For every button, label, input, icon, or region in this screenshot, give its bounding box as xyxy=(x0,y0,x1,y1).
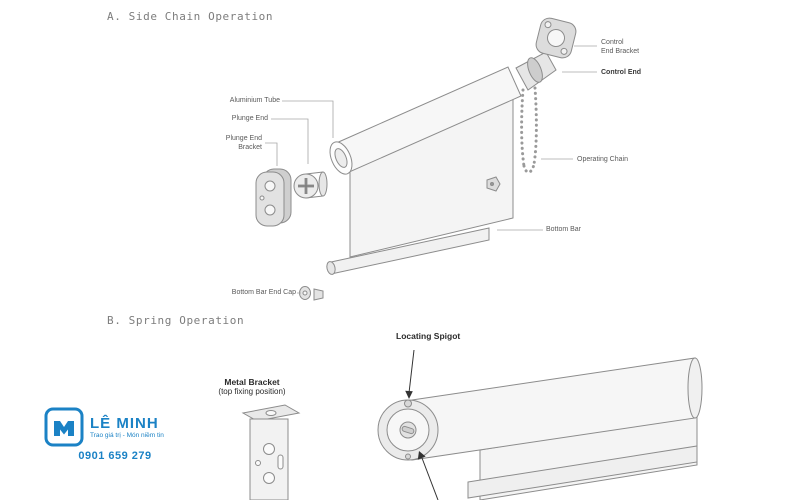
leader-lines-a xyxy=(265,45,597,294)
plunge-end-bracket-drawing xyxy=(255,168,292,227)
label-metal-bracket: Metal Bracket (top fixing position) xyxy=(218,377,286,396)
plunge-end-drawing xyxy=(293,171,328,199)
clip-drawing xyxy=(486,176,501,192)
bottom-bar-end-cap-drawing xyxy=(299,286,324,301)
logo-row: LÊ MINH Trao giá trị - Món niềm tin xyxy=(44,407,186,447)
control-end-drawing xyxy=(515,17,577,91)
operating-chain-drawing xyxy=(520,86,538,174)
bottom-bar-drawing xyxy=(326,227,490,275)
section-b-title: B. Spring Operation xyxy=(107,314,245,327)
label-operating-chain: Operating Chain xyxy=(577,156,628,163)
arrows-b xyxy=(405,349,439,500)
logo-texts: LÊ MINH Trao giá trị - Món niềm tin xyxy=(90,415,164,440)
label-bottom-bar: Bottom Bar xyxy=(546,226,582,233)
label-bottom-bar-end-cap: Bottom Bar End Cap xyxy=(231,289,296,296)
label-plunge-end-bracket: Plunge End Bracket xyxy=(225,135,262,151)
logo-name: LÊ MINH xyxy=(90,414,159,432)
label-aluminium-tube: Aluminium Tube xyxy=(229,97,280,104)
bottom-bar-b xyxy=(467,445,698,499)
blind-assembly-b xyxy=(241,357,703,500)
fabric-panel-b xyxy=(479,413,698,500)
label-locating-spigot: Locating Spigot xyxy=(396,331,461,341)
aluminium-tube-drawing xyxy=(329,66,522,175)
locating-spigot-drawing xyxy=(404,399,412,408)
roller-tube-b xyxy=(411,357,696,461)
fabric-panel xyxy=(349,94,514,258)
logo-phone: 0901 659 279 xyxy=(78,450,152,462)
spring-end-cap xyxy=(377,399,439,461)
label-control-end-bracket: Control End Bracket xyxy=(601,39,640,55)
logo-m-icon xyxy=(44,407,84,447)
logo-tagline: Trao giá trị - Món niềm tin xyxy=(90,431,164,439)
blind-assembly-a xyxy=(255,17,577,301)
logo: LÊ MINH Trao giá trị - Món niềm tin 0901… xyxy=(44,407,186,462)
section-a-title: A. Side Chain Operation xyxy=(107,10,274,23)
label-plunge-end: Plunge End xyxy=(231,115,268,122)
metal-bracket-drawing xyxy=(241,404,301,500)
label-control-end: Control End xyxy=(601,69,642,76)
